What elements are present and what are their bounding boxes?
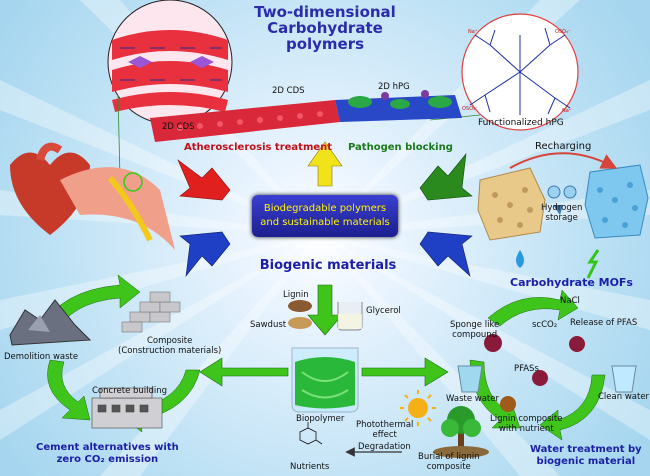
cds-label-sheet: 2D CDS [272,86,305,96]
biopolymer-beaker [291,347,359,413]
hydrogen-storage-label: Hydrogen storage [541,203,583,223]
page-title: Two-dimensional Carbohydrate polymers [254,3,396,53]
svg-text:Na⁺: Na⁺ [468,29,478,35]
waste-water-label: Waste water [446,394,499,404]
degradation-label: Degradation [358,442,411,452]
cds-inset [107,0,233,125]
composite-blocks-illustration [121,291,181,333]
sponge-balls [484,334,585,412]
biogenic-down-arrow [307,284,343,336]
sponge-compound-label: Sponge like compound [450,320,500,340]
composite-label: Composite (Construction materials) [118,336,222,356]
raw-materials-illustration [288,300,363,331]
biopolymer-label: Biopolymer [296,414,345,424]
pfas-release-label: Release of PFAS [570,318,638,328]
2d-sheet [150,90,462,142]
pathogen-label: Pathogen blocking [348,142,453,153]
hpg-inset: Na⁺ OSO₃⁻ OSO₃⁻ Na⁺ [461,13,579,131]
svg-text:OSO₃⁻: OSO₃⁻ [462,106,478,112]
scco2-label: scCO₂ [532,320,558,330]
water-glasses [457,365,637,393]
demolition-waste-illustration [9,299,92,346]
sawdust-label: Sawdust [250,320,287,330]
biopolymer-arrows [199,357,449,387]
burial-label: Burial of lignin composite [418,452,480,472]
demolition-waste-label: Demolition waste [4,352,79,362]
svg-text:Na⁺: Na⁺ [562,108,572,114]
biogenic-materials-label: Biogenic materials [259,258,397,273]
lignin-composite-label: Lignin composite with nutrient [490,414,563,434]
clean-water-label: Clean water [598,392,650,402]
atherosclerosis-label: Atherosclerosis treatment [184,142,333,153]
direction-arrows [177,141,473,278]
hpg-label: 2D hPG [378,82,410,92]
nutrients-label: Nutrients [290,462,330,472]
mof-illustration [477,152,649,279]
concrete-building-label: Concrete building [92,386,168,396]
photothermal-label: Photothermal effect [356,420,414,440]
carbohydrate-mofs-label: Carbohydrate MOFs [510,276,633,289]
lignin-label: Lignin [283,290,309,300]
water-treatment-title: Water treatment by biogenic material [530,444,642,467]
cement-alternatives-title: Cement alternatives with zero CO₂ emissi… [36,442,179,465]
concrete-building-illustration [91,387,163,429]
center-box: Biodegradable polymers and sustainable m… [252,195,398,237]
cds-label-left: 2D CDS [162,122,195,132]
glycerol-label: Glycerol [366,306,401,316]
pfass-label: PFASs [514,364,539,374]
sun-illustration [400,390,436,426]
functionalized-hpg-label: Functionalized hPG [478,118,564,128]
recharging-label: Recharging [535,141,592,152]
tree-illustration [433,406,489,458]
nacl-label: NaCl [560,296,580,306]
heart-artery-illustration [10,142,175,250]
nutrients-molecule [299,422,323,445]
svg-text:OSO₃⁻: OSO₃⁻ [555,29,571,35]
